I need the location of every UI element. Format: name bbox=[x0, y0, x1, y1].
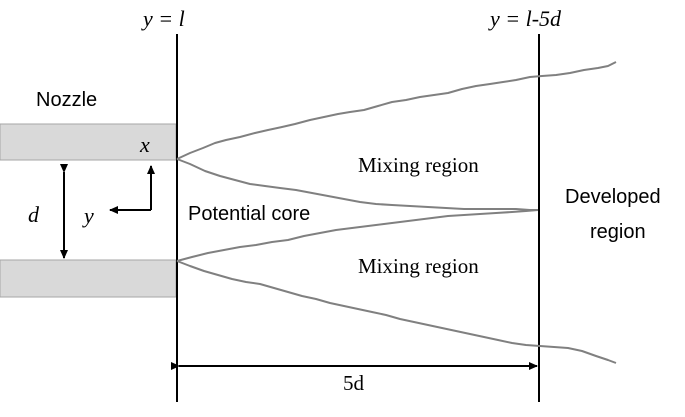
plane-label-right: y = l-5d bbox=[488, 6, 562, 31]
nozzle-upper-wall bbox=[0, 123, 177, 161]
developed-region-label-line1: Developed bbox=[565, 186, 661, 208]
nozzle-lower-wall bbox=[0, 259, 177, 298]
nozzle-label: Nozzle bbox=[36, 89, 97, 111]
outer-boundary-lower bbox=[176, 260, 617, 364]
developed-region-label-line2: region bbox=[590, 221, 646, 243]
mixing-region-lower-label: Mixing region bbox=[358, 254, 479, 278]
diameter-label: d bbox=[28, 202, 40, 227]
length-label: 5d bbox=[343, 371, 365, 395]
mixing-region-upper-label: Mixing region bbox=[358, 153, 479, 177]
potential-core-label: Potential core bbox=[188, 203, 310, 225]
core-boundary-lower bbox=[176, 209, 539, 262]
core-boundary-upper bbox=[176, 158, 538, 211]
outer-boundary-upper bbox=[176, 61, 617, 160]
axis-x-label: x bbox=[139, 132, 150, 157]
plane-label-left: y = l bbox=[141, 6, 185, 31]
axis-y-label: y bbox=[82, 203, 94, 228]
